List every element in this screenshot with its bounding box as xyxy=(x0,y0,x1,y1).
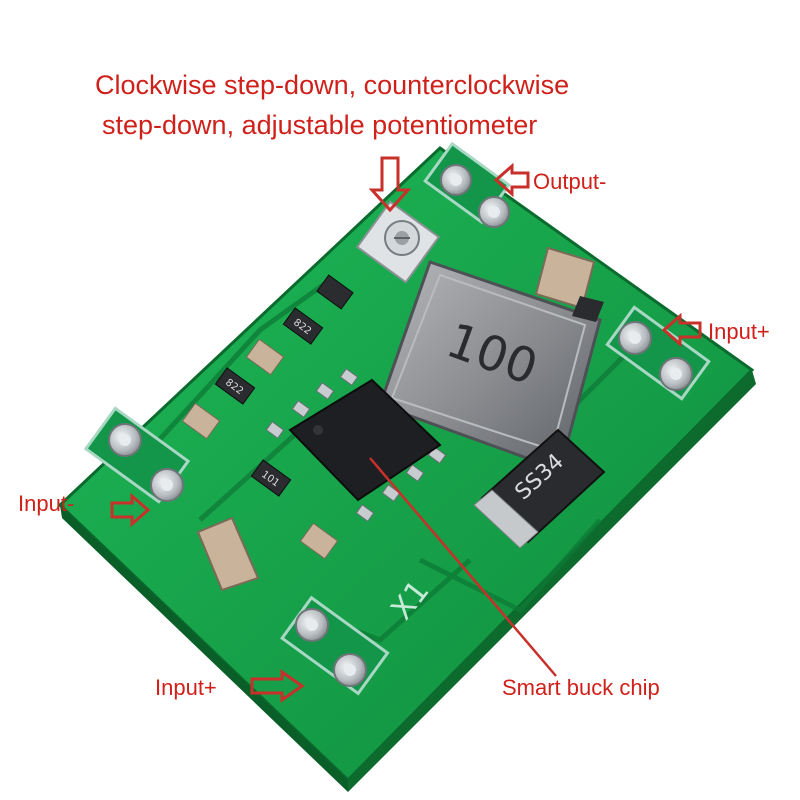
output-pads xyxy=(423,141,511,228)
potentiometer xyxy=(355,200,441,284)
input-plus-bottom-label: Input+ xyxy=(155,675,217,700)
input-plus-right-label: Input+ xyxy=(708,319,770,344)
inductor: 100 xyxy=(378,260,602,472)
chip-pointer-line xyxy=(369,457,557,677)
smart-buck-chip-label: Smart buck chip xyxy=(502,675,660,700)
smd-components: 822 822 101 xyxy=(181,274,354,560)
arrow-down-icon xyxy=(368,156,412,213)
potentiometer-note-line2: step-down, adjustable potentiometer xyxy=(102,110,538,140)
input-minus-pads xyxy=(83,406,191,504)
capacitor-top xyxy=(534,246,604,322)
arrow-left-icon xyxy=(493,162,530,198)
potentiometer-note-line1: Clockwise step-down, counterclockwise xyxy=(95,70,570,100)
pcb-edge xyxy=(60,505,348,792)
arrow-left-icon xyxy=(661,312,702,348)
diode: SS34 xyxy=(473,428,606,549)
input-plus-right-pads xyxy=(605,305,711,401)
buck-chip xyxy=(265,368,447,522)
capacitor-bottom xyxy=(196,516,260,592)
pcb-edge-right xyxy=(348,370,756,792)
input-minus-label: Input- xyxy=(18,491,75,516)
arrow-right-icon xyxy=(110,492,151,528)
output-minus-label: Output- xyxy=(533,169,607,194)
arrow-right-icon xyxy=(250,669,305,703)
input-plus-bottom-pads xyxy=(279,595,390,696)
